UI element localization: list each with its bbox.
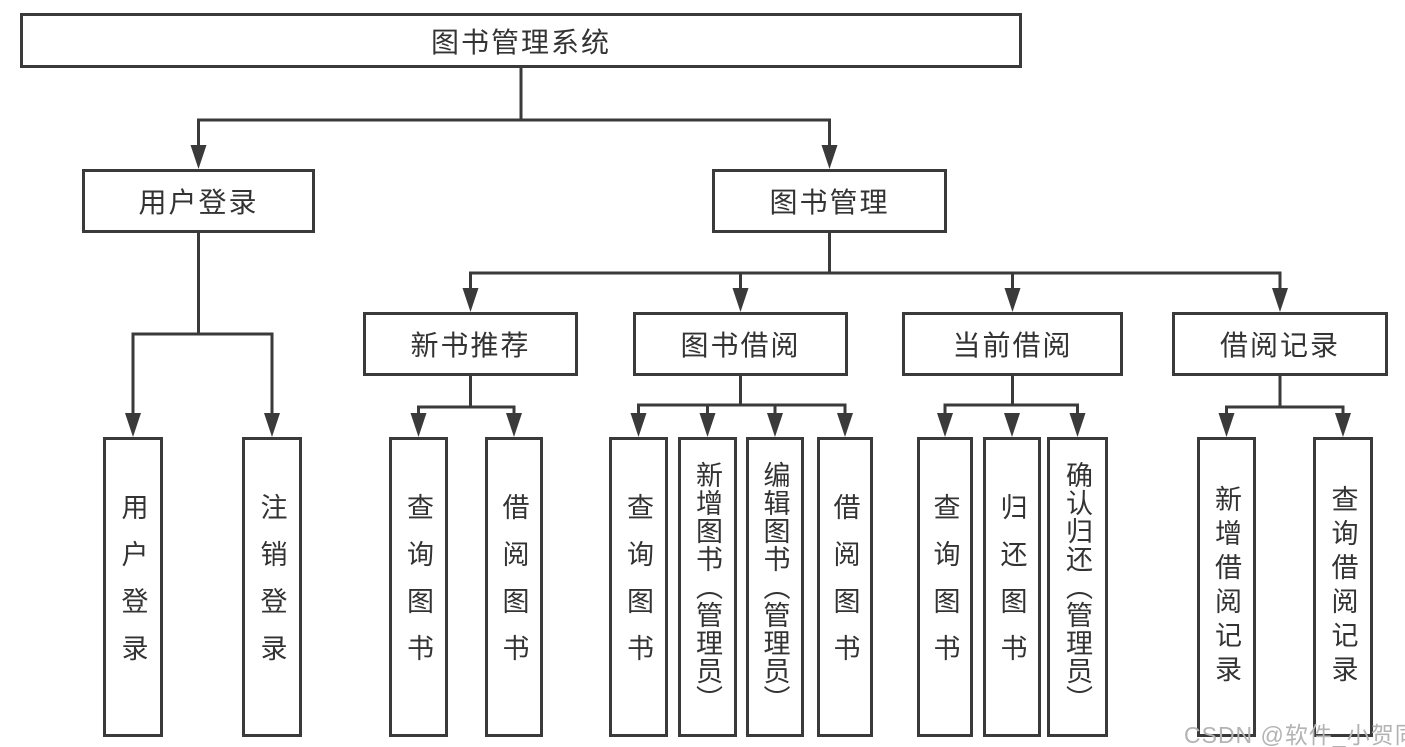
csdn-watermark: CSDN @软件_小贺同学 — [1184, 722, 1405, 747]
node-book-borrow: 图书借阅 — [633, 312, 848, 376]
node-book-management: 图书管理 — [712, 169, 947, 233]
leaf-logout: 注销登录 — [242, 437, 302, 737]
leaf-recommend-borrow-books: 借阅图书 — [485, 437, 543, 737]
leaf-add-borrow-record: 新增借阅记录 — [1197, 437, 1256, 737]
leaf-add-books-admin: 新增图书（管理员） — [678, 437, 737, 737]
leaf-borrow-query-books: 查询图书 — [609, 437, 668, 737]
node-borrow-records: 借阅记录 — [1172, 312, 1388, 376]
leaf-query-borrow-record: 查询借阅记录 — [1313, 437, 1373, 737]
leaf-user-login: 用户登录 — [103, 437, 163, 737]
leaf-borrow-books: 借阅图书 — [817, 437, 873, 737]
leaf-confirm-return-admin: 确认归还（管理员） — [1047, 437, 1108, 737]
leaf-return-books: 归还图书 — [983, 437, 1041, 737]
node-current-borrow: 当前借阅 — [902, 312, 1123, 376]
leaf-recommend-query-books: 查询图书 — [389, 437, 448, 737]
leaf-edit-books-admin: 编辑图书（管理员） — [746, 437, 804, 737]
leaf-current-query-books: 查询图书 — [917, 437, 973, 737]
node-new-book-recommend: 新书推荐 — [363, 312, 578, 376]
node-root-system: 图书管理系统 — [20, 13, 1022, 68]
arrowheads — [125, 145, 1351, 437]
node-user-login: 用户登录 — [82, 169, 315, 233]
